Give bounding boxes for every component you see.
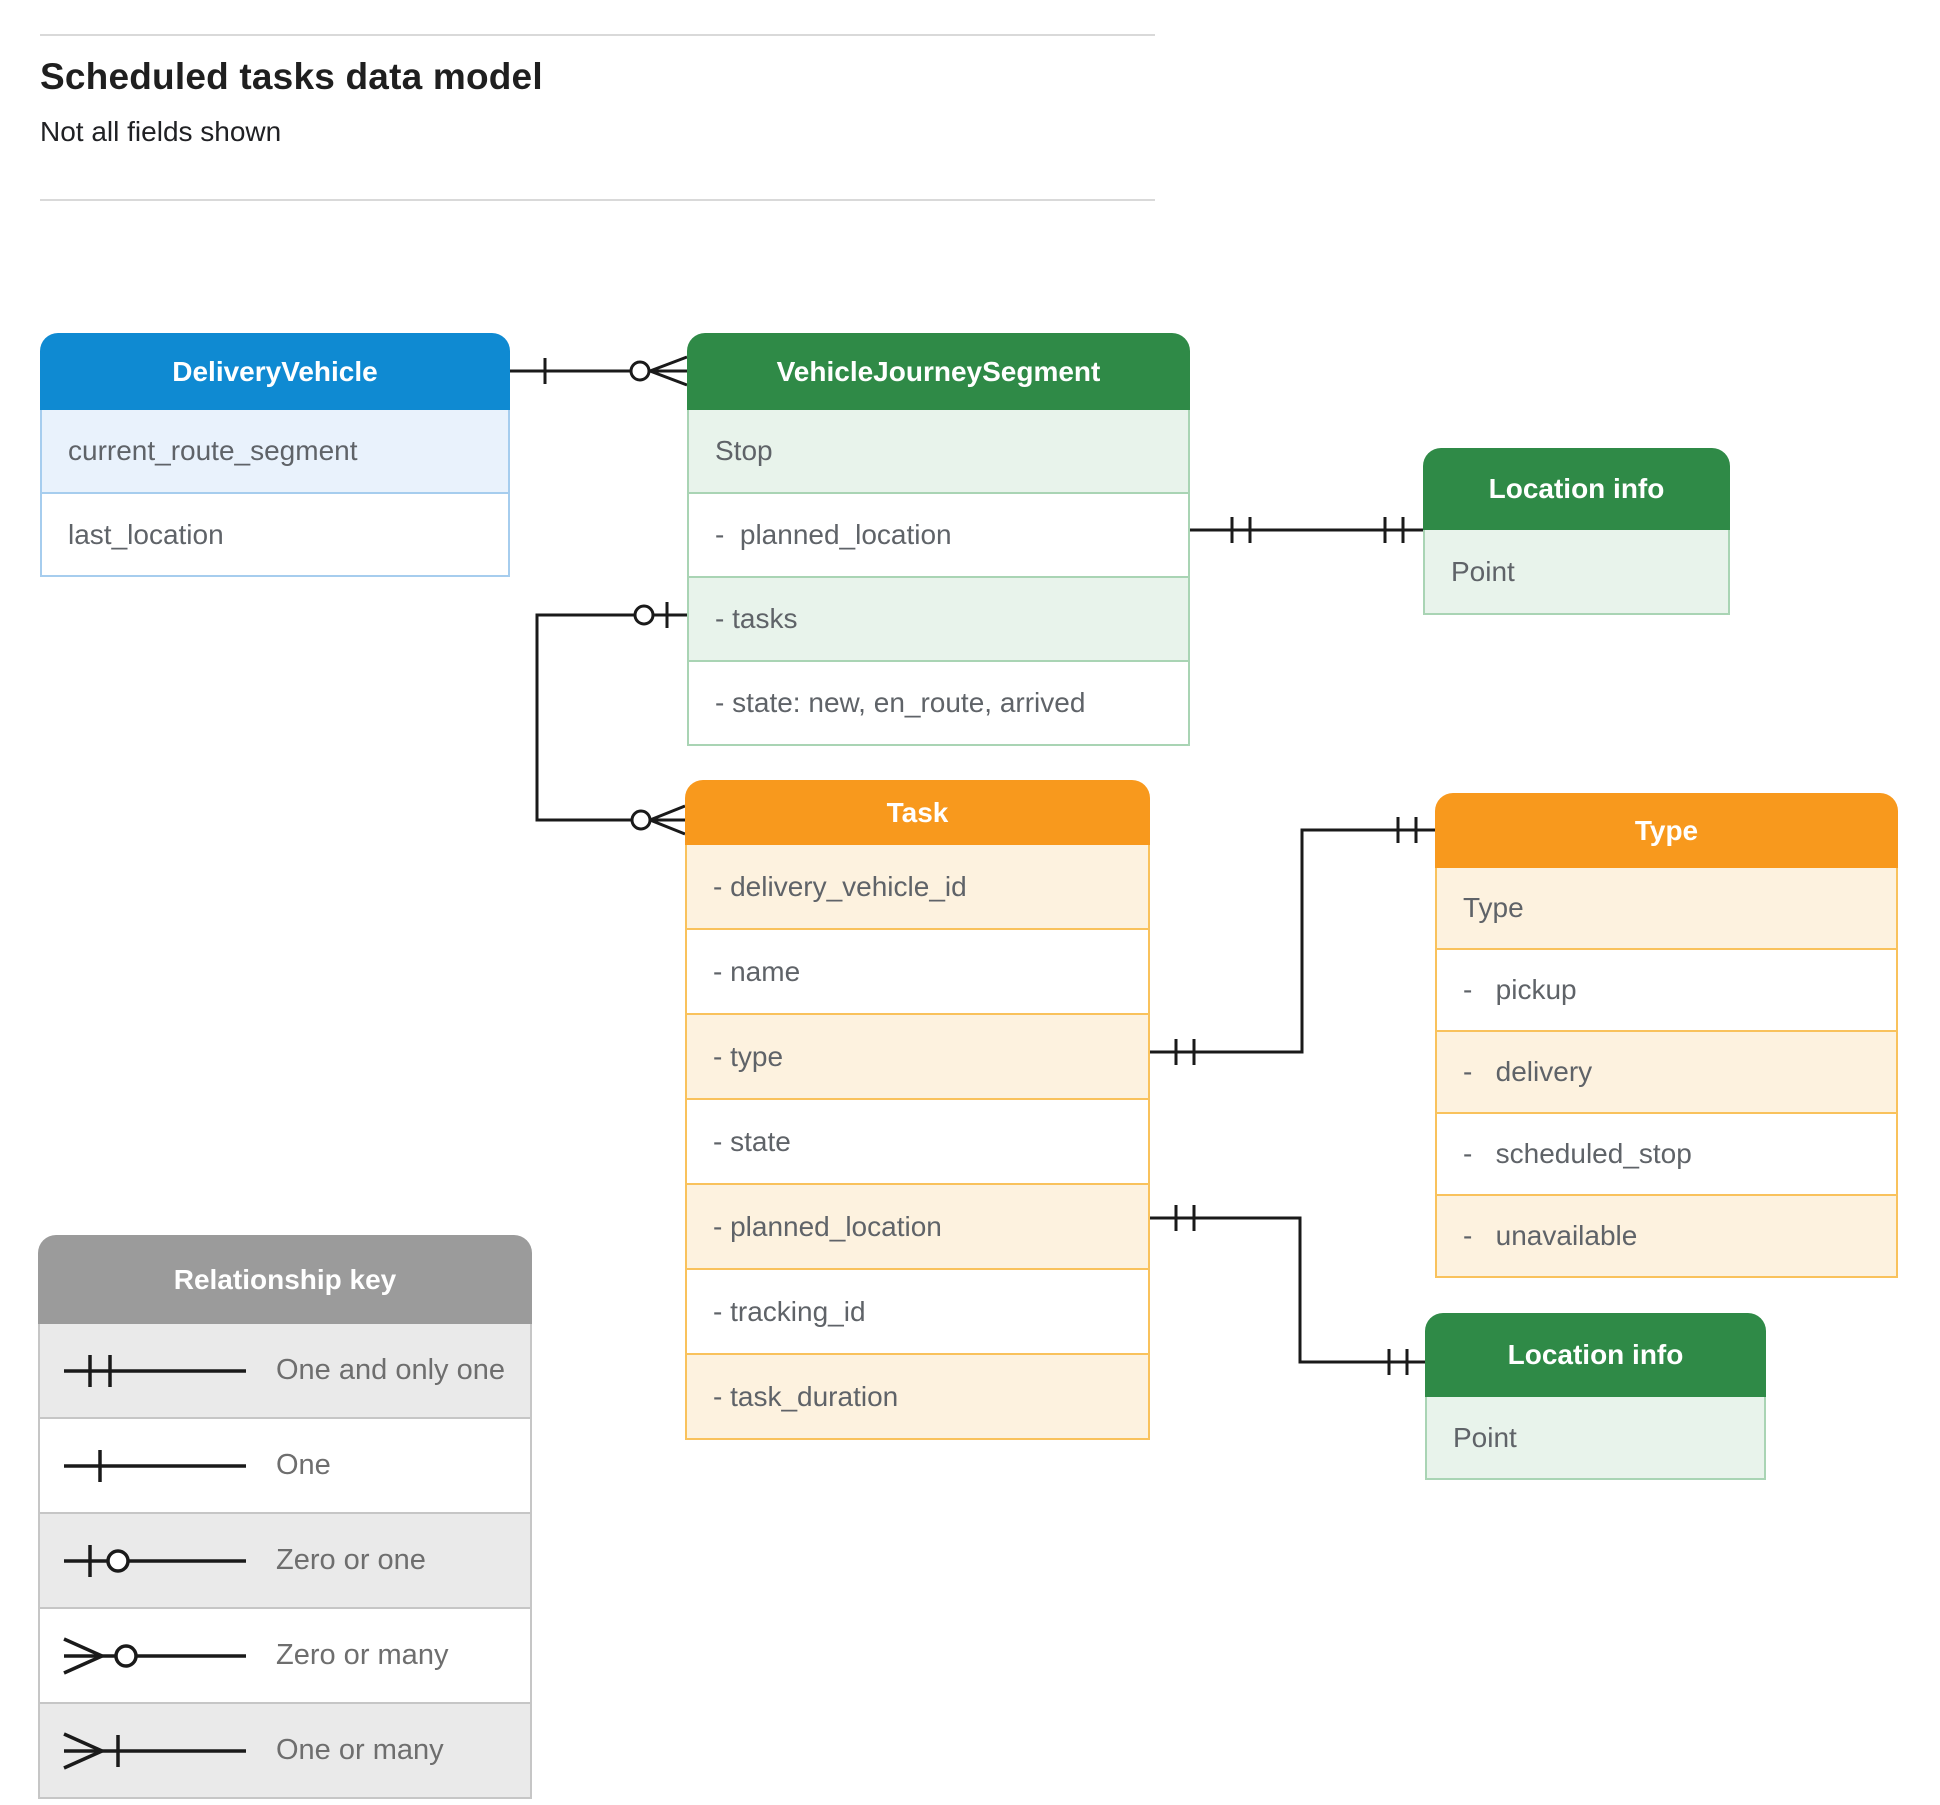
- entity-title: VehicleJourneySegment: [776, 355, 1101, 387]
- entity-field-row: Point: [1425, 530, 1728, 613]
- field-label: Point: [1451, 555, 1515, 587]
- connector-vehiclejourneysegment-task: [535, 602, 687, 836]
- field-label: Type: [1463, 892, 1524, 923]
- field-label: - task_duration: [713, 1380, 899, 1412]
- entity-field-row: - type: [687, 1013, 1148, 1098]
- field-label: - state: [713, 1125, 791, 1157]
- entity-body: Stop - planned_location - tasks - state:…: [687, 410, 1190, 746]
- entity-field-row: Type: [1437, 868, 1896, 948]
- legend-body: One and only one One: [38, 1324, 532, 1799]
- entity-body: current_route_segment last_location: [40, 410, 510, 577]
- field-label: - delivery_vehicle_id: [713, 870, 967, 902]
- field-label: - pickup: [1463, 974, 1577, 1005]
- entity-field-row: - delivery_vehicle_id: [687, 845, 1148, 928]
- legend-item-label: One and only one: [276, 1354, 505, 1386]
- page-title: Scheduled tasks data model: [40, 56, 543, 97]
- entity-field-row: - planned_location: [689, 492, 1188, 576]
- legend-row: Zero or one: [40, 1512, 530, 1607]
- field-label: - type: [713, 1040, 784, 1072]
- field-label: - name: [713, 955, 801, 987]
- field-label: - delivery: [1463, 1056, 1593, 1087]
- entity-delivery-vehicle: DeliveryVehicle current_route_segment la…: [40, 333, 510, 577]
- entity-header: DeliveryVehicle: [40, 333, 510, 410]
- field-label: - planned_location: [713, 1210, 942, 1242]
- field-label: last_location: [68, 518, 224, 550]
- legend-header: Relationship key: [38, 1235, 532, 1324]
- field-label: Point: [1453, 1421, 1517, 1453]
- entity-header: Location info: [1425, 1313, 1766, 1397]
- legend-row: One and only one: [40, 1324, 530, 1417]
- field-label: - planned_location: [715, 519, 952, 550]
- legend-item-label: Zero or one: [276, 1544, 426, 1576]
- entity-field-row: current_route_segment: [42, 410, 508, 492]
- entity-field-row: Stop: [689, 410, 1188, 492]
- field-label: - scheduled_stop: [1463, 1138, 1692, 1169]
- entity-body: Point: [1425, 1397, 1766, 1480]
- entity-body: Type - pickup - delivery - scheduled_sto…: [1435, 868, 1898, 1278]
- entity-field-row: - unavailable: [1437, 1194, 1896, 1276]
- entity-header: VehicleJourneySegment: [687, 333, 1190, 410]
- entity-title: Location info: [1488, 473, 1665, 504]
- legend-row: One or many: [40, 1702, 530, 1797]
- legend-title: Relationship key: [173, 1263, 397, 1295]
- legend-row: Zero or many: [40, 1607, 530, 1702]
- entity-title: Type: [1634, 814, 1699, 846]
- entity-field-row: - name: [687, 928, 1148, 1013]
- entity-field-row: - tracking_id: [687, 1268, 1148, 1353]
- entity-header: Task: [685, 780, 1150, 845]
- zero-or-one-icon: [64, 1544, 246, 1577]
- bottom-divider: [40, 199, 1155, 201]
- entity-field-row: - state: [687, 1098, 1148, 1183]
- entity-task: Task - delivery_vehicle_id - name - type…: [685, 780, 1150, 1440]
- connector-task-locationinfo: [1150, 1205, 1425, 1375]
- entity-title: Task: [886, 796, 949, 828]
- entity-type: Type Type - pickup - delivery - schedule…: [1435, 793, 1898, 1278]
- relationship-key: Relationship key One and only one: [38, 1235, 532, 1799]
- entity-title: DeliveryVehicle: [172, 355, 378, 387]
- entity-location-info-top: Location info Point: [1423, 448, 1730, 615]
- top-divider: [40, 34, 1155, 36]
- connector-vehiclejourneysegment-locationinfo: [1190, 517, 1423, 543]
- entity-title: Location info: [1507, 1339, 1684, 1370]
- field-label: Stop: [715, 435, 773, 466]
- entity-field-row: - pickup: [1437, 948, 1896, 1030]
- entity-field-row: - delivery: [1437, 1030, 1896, 1112]
- entity-field-row: - task_duration: [687, 1353, 1148, 1438]
- entity-vehicle-journey-segment: VehicleJourneySegment Stop - planned_loc…: [687, 333, 1190, 746]
- one-or-many-icon: [63, 1731, 246, 1770]
- entity-body: Point: [1423, 530, 1730, 615]
- connector-deliveryvehicle-vehiclejourneysegment: [510, 355, 688, 387]
- entity-body: - delivery_vehicle_id - name - type - st…: [685, 845, 1150, 1440]
- field-label: - unavailable: [1463, 1220, 1638, 1251]
- entity-field-row: - scheduled_stop: [1437, 1112, 1896, 1194]
- connector-task-type: [1150, 817, 1435, 1065]
- zero-or-many-icon: [63, 1636, 246, 1675]
- entity-field-row: - planned_location: [687, 1183, 1148, 1268]
- field-label: current_route_segment: [68, 435, 358, 466]
- entity-field-row: Point: [1427, 1397, 1764, 1478]
- legend-item-label: One: [276, 1449, 331, 1481]
- entity-header: Type: [1435, 793, 1898, 868]
- legend-row: One: [40, 1417, 530, 1512]
- one-icon: [64, 1449, 246, 1482]
- entity-field-row: - tasks: [689, 576, 1188, 660]
- one-and-only-one-icon: [64, 1354, 246, 1387]
- field-label: - tracking_id: [713, 1295, 866, 1327]
- page-subtitle: Not all fields shown: [40, 116, 282, 147]
- field-label: - state: new, en_route, arrived: [715, 687, 1086, 718]
- entity-field-row: last_location: [42, 492, 508, 575]
- legend-item-label: One or many: [276, 1734, 444, 1766]
- entity-field-row: - state: new, en_route, arrived: [689, 660, 1188, 744]
- entity-header: Location info: [1423, 448, 1730, 530]
- entity-location-info-bottom: Location info Point: [1425, 1313, 1766, 1480]
- legend-item-label: Zero or many: [276, 1639, 449, 1671]
- field-label: - tasks: [715, 603, 798, 634]
